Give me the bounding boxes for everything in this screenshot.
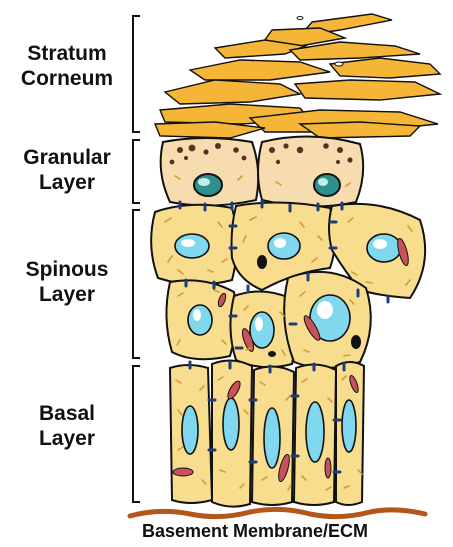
- label-stratum-corneum: Stratum Corneum: [2, 42, 132, 92]
- label-spinous-line1: Spinous: [2, 258, 132, 283]
- label-stratum-corneum-line1: Stratum: [2, 42, 132, 67]
- label-basal-line2: Layer: [2, 427, 132, 452]
- bracket-spinous: [133, 210, 140, 358]
- label-granular-layer: Granular Layer: [2, 146, 132, 196]
- label-spinous-layer: Spinous Layer: [2, 258, 132, 308]
- bracket-basal: [133, 366, 140, 502]
- label-granular-line1: Granular: [2, 146, 132, 171]
- spinous-cells: [151, 202, 425, 368]
- layer-brackets: [133, 16, 140, 502]
- basement-membrane-caption: Basement Membrane/ECM: [90, 521, 420, 542]
- granular-cell-right: [258, 136, 363, 206]
- label-spinous-line2: Layer: [2, 283, 132, 308]
- label-stratum-corneum-line2: Corneum: [2, 67, 132, 92]
- label-granular-line2: Layer: [2, 171, 132, 196]
- corneum-cells: [155, 14, 440, 138]
- bracket-granular: [133, 140, 140, 203]
- basement-membrane: [130, 509, 425, 516]
- label-basal-line1: Basal: [2, 402, 132, 427]
- bracket-stratum-corneum: [133, 16, 140, 132]
- label-basal-layer: Basal Layer: [2, 402, 132, 452]
